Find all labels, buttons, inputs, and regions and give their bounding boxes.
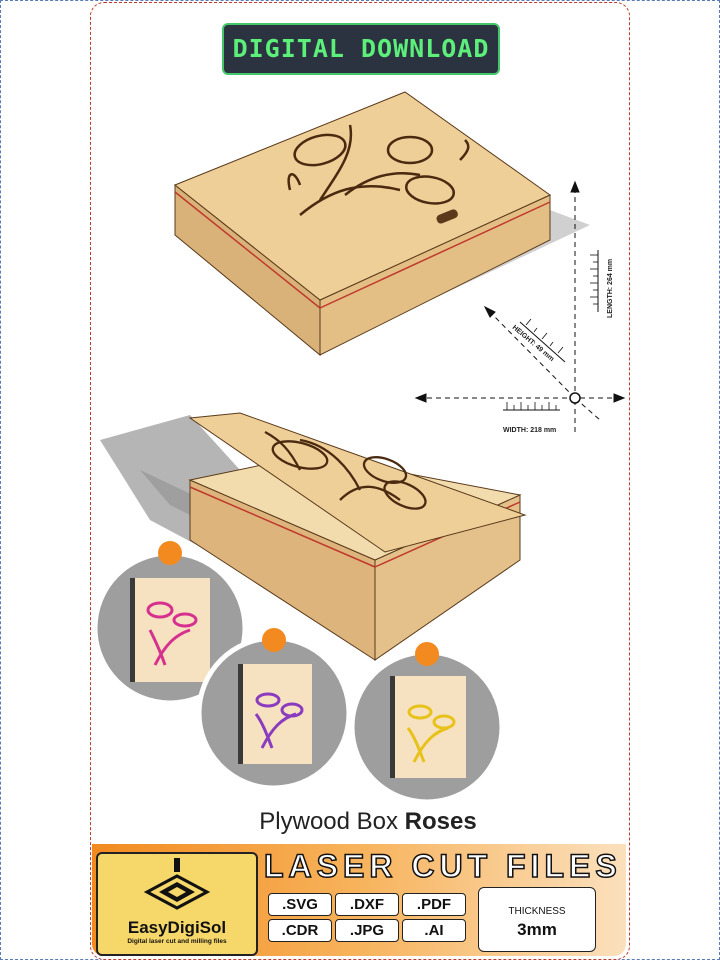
product-title: Plywood Box Roses (90, 808, 646, 836)
thickness-label: THICKNESS (508, 906, 566, 917)
thickness-value: 3mm (517, 920, 557, 939)
closed-box-image (174, 91, 590, 357)
digital-download-badge: DIGITAL DOWNLOAD (222, 23, 500, 75)
length-label: LENGTH: 264 mm (607, 259, 614, 318)
rose-engraving-lid (264, 430, 427, 510)
brand-logo: EasyDigiSol Digital laser cut and millin… (96, 852, 258, 956)
format-ai: .AI (402, 919, 466, 942)
product-title-bold: Roses (404, 808, 477, 835)
thickness-box: THICKNESS 3mm (478, 887, 596, 952)
width-label: WIDTH: 218 mm (503, 427, 556, 434)
product-title-prefix: Plywood Box (259, 808, 405, 835)
format-jpg: .JPG (335, 919, 399, 942)
height-ruler-ticks (525, 318, 564, 354)
format-dxf: .DXF (335, 893, 399, 916)
laser-cut-heading: LASER CUT FILES (263, 847, 622, 885)
brand-name: EasyDigiSol (127, 918, 227, 937)
variant-purple (196, 628, 352, 791)
format-pdf: .PDF (402, 893, 466, 916)
laser-cutter-icon (143, 858, 211, 910)
format-cdr: .CDR (268, 919, 332, 942)
dimension-axes (414, 180, 626, 432)
height-label: HEIGHT: 49 mm (511, 324, 555, 363)
length-ruler-ticks (590, 254, 598, 305)
variant-pink (92, 541, 248, 706)
variant-yellow (349, 642, 505, 805)
open-box-image (100, 412, 527, 661)
brand-tagline: Digital laser cut and milling files (127, 938, 227, 945)
rose-engraving-top (287, 124, 470, 216)
format-svg: .SVG (268, 893, 332, 916)
width-ruler-ticks (506, 402, 557, 410)
